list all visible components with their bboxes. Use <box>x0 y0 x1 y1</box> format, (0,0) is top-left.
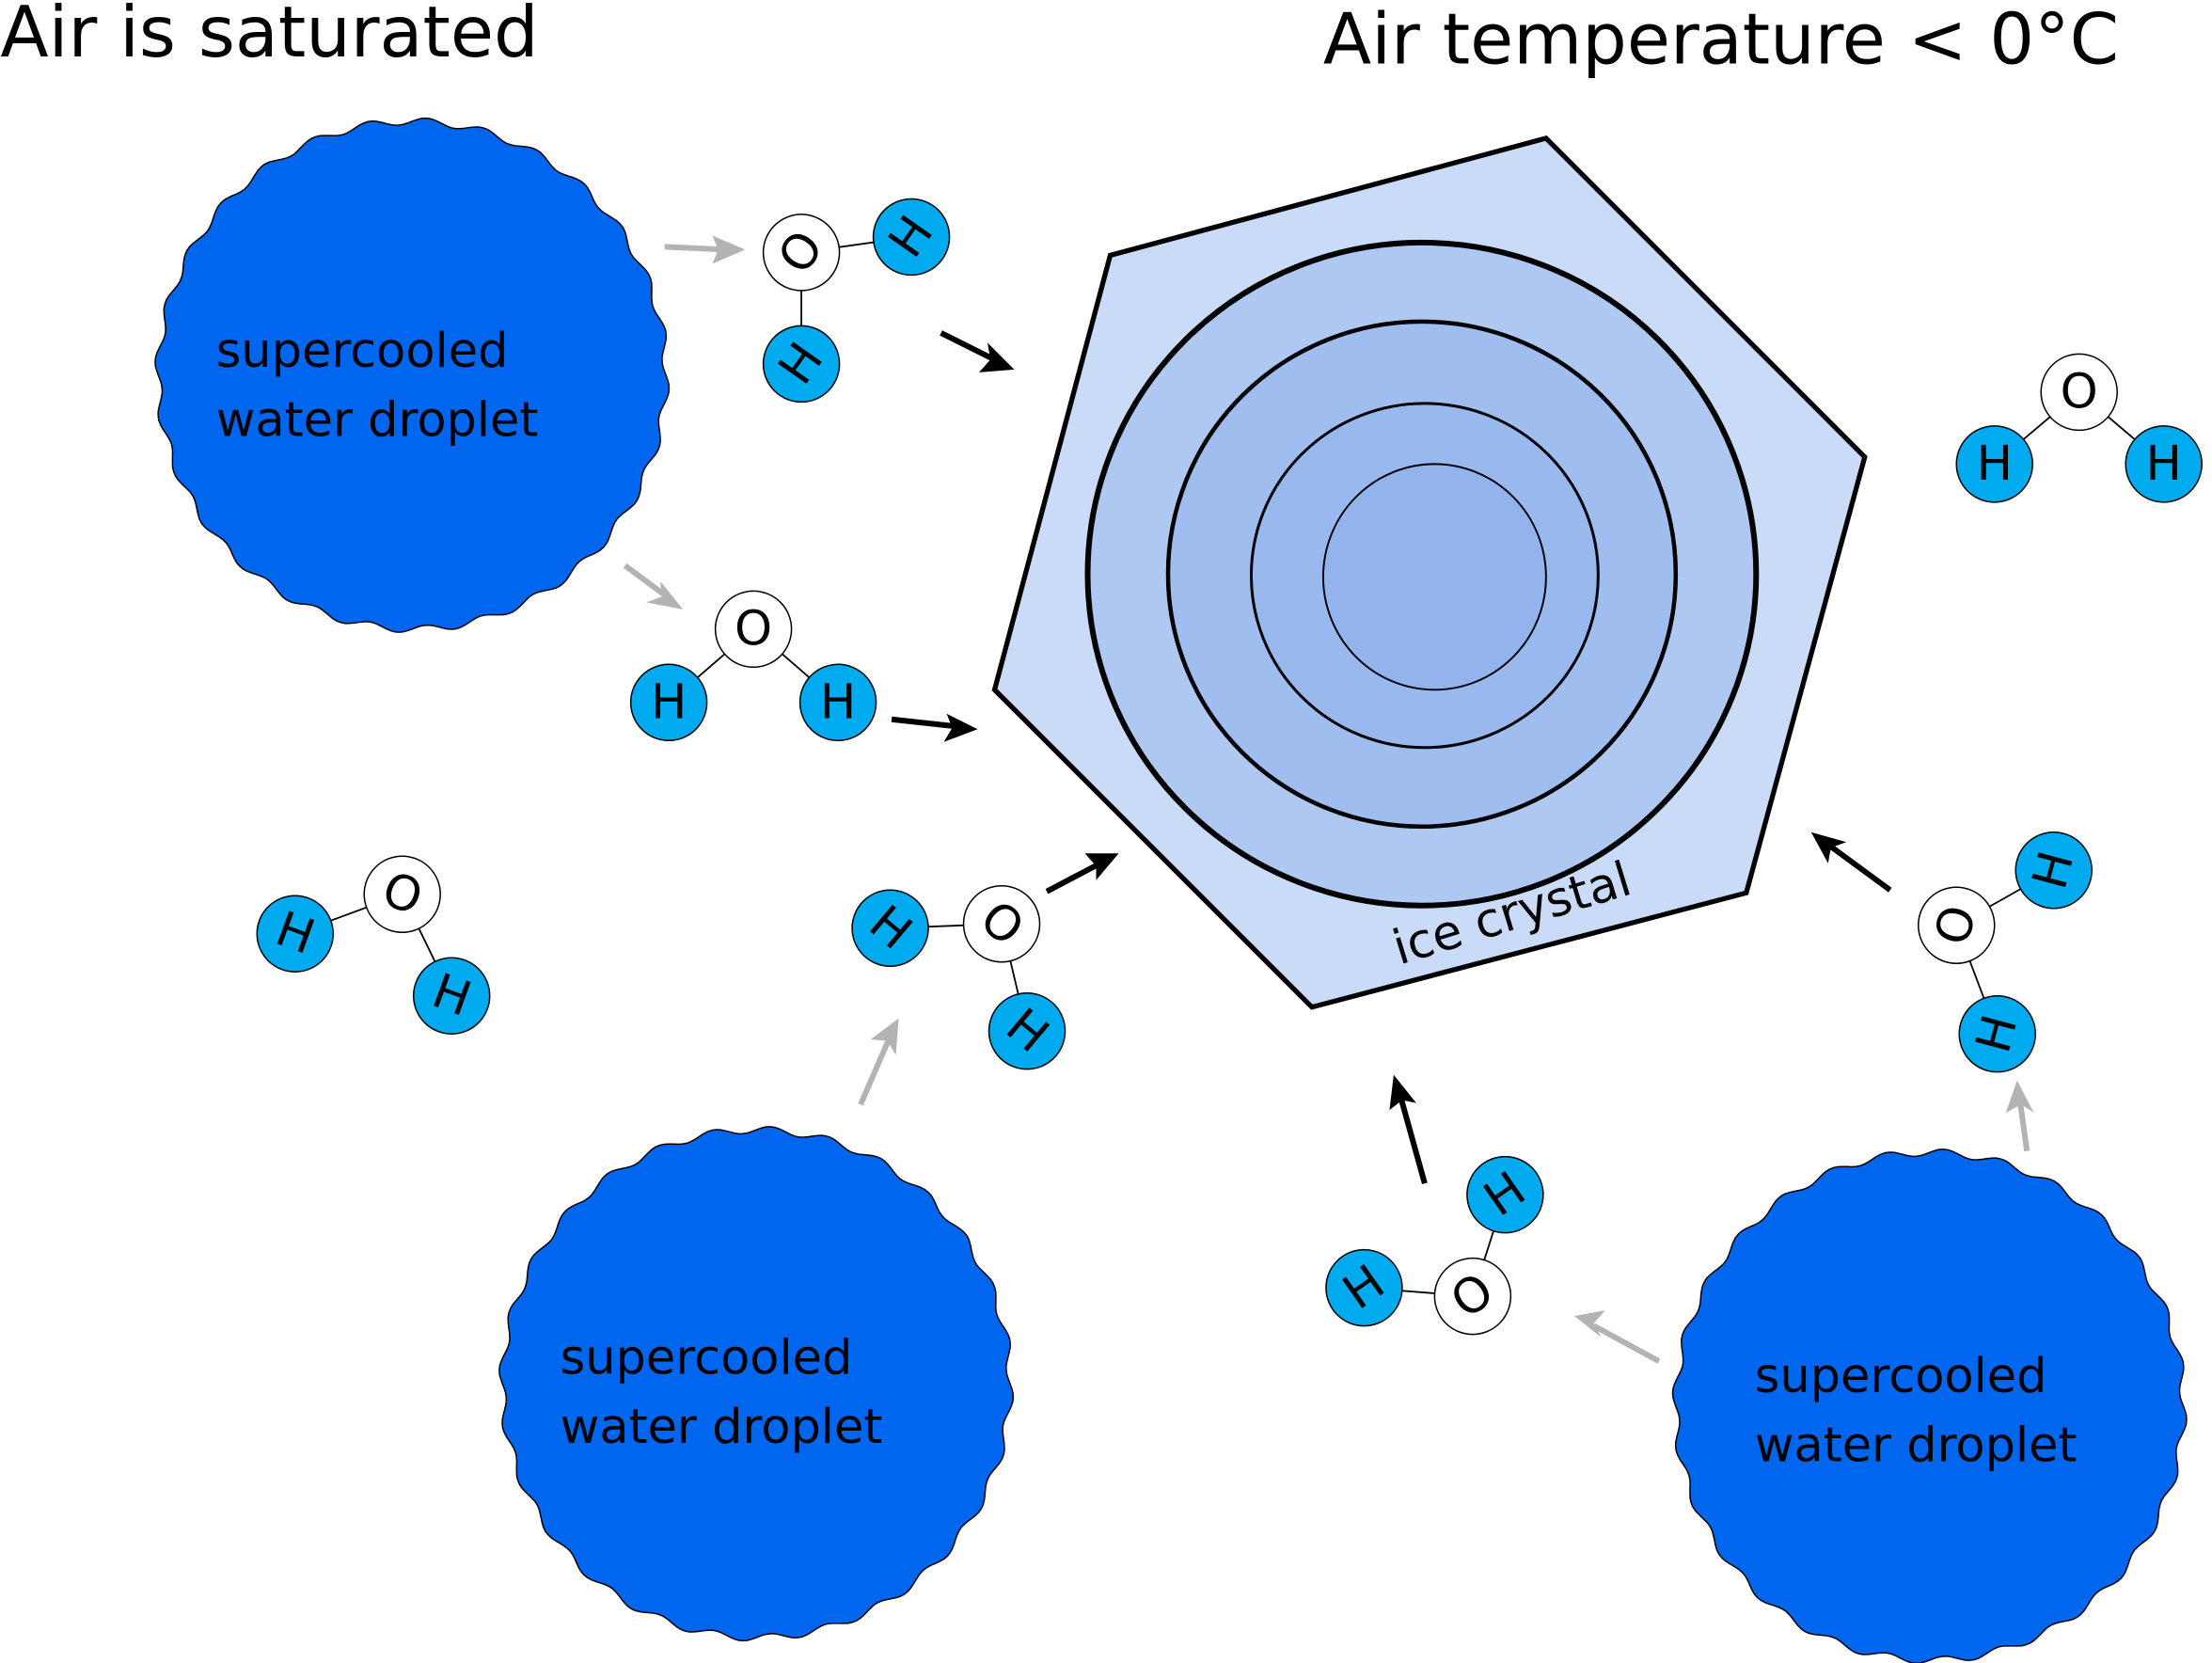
water-molecule: OH H <box>1955 353 2203 503</box>
droplet-label-line1: supercooled <box>561 1331 853 1386</box>
hydrogen-atom <box>1955 425 2033 503</box>
oxygen-atom <box>363 855 441 933</box>
hydrogen-atom <box>629 663 708 742</box>
deposition-arrows <box>891 330 1892 1184</box>
hydrogen-atom-label: H <box>820 674 856 730</box>
evaporation-arrowhead <box>2005 1080 2034 1114</box>
evaporation-arrowhead <box>712 235 746 264</box>
hydrogen-atom <box>851 889 929 967</box>
deposition-arrow <box>1825 841 1892 893</box>
hydrogen-atom <box>872 198 951 277</box>
hydrogen-atom-label: H <box>2146 436 2182 492</box>
ice-ring-core <box>1321 463 1547 691</box>
evaporation-arrows <box>623 235 2034 1364</box>
evaporation-arrow <box>664 244 727 253</box>
oxygen-atom <box>962 884 1041 963</box>
hydrogen-atom-label: H <box>651 674 687 730</box>
deposition-arrow <box>1398 1096 1428 1184</box>
water-molecule: OHH <box>851 884 1066 1070</box>
hydrogen-atom <box>988 991 1066 1070</box>
evaporation-arrow <box>1592 1322 1661 1364</box>
hydrogen-atom <box>2125 425 2203 503</box>
oxygen-atom <box>714 590 793 669</box>
hydrogen-atom <box>762 325 841 404</box>
hydrogen-atom <box>1466 1155 1544 1234</box>
droplet-label-line2: water droplet <box>1755 1418 2078 1474</box>
droplet-shape <box>1671 1148 2188 1663</box>
evaporation-arrowhead <box>870 1018 899 1055</box>
oxygen-atom <box>762 214 841 292</box>
droplet-bottom-right: supercooled water droplet <box>1671 1148 2188 1663</box>
deposition-arrow <box>1045 861 1102 895</box>
droplet-shape <box>154 117 671 633</box>
droplet-bottom-center: supercooled water droplet <box>498 1126 1015 1642</box>
deposition-arrowhead <box>1810 832 1847 863</box>
droplet-shape <box>498 1126 1015 1642</box>
evaporation-arrowhead <box>1573 1310 1605 1338</box>
hydrogen-atom <box>1958 994 2036 1073</box>
droplet-top-left: supercooled water droplet <box>154 117 671 633</box>
deposition-arrow <box>891 716 957 730</box>
hydrogen-atom <box>798 663 877 742</box>
water-molecule: OHH <box>1325 1155 1544 1336</box>
oxygen-atom <box>2040 353 2118 432</box>
evaporation-arrow <box>2016 1100 2030 1152</box>
hydrogen-atom <box>2014 832 2093 910</box>
hydrogen-atom <box>256 895 334 973</box>
title-air-temperature: Air temperature < 0°C <box>1323 0 2119 80</box>
ice-crystal: ice crystal <box>991 135 1868 1010</box>
droplet-label-line2: water droplet <box>216 392 539 448</box>
deposition-arrowhead <box>1084 853 1119 880</box>
deposition-arrowhead <box>943 713 978 742</box>
water-molecule: OHH <box>256 855 491 1035</box>
deposition-arrowhead <box>1389 1074 1416 1111</box>
hydrogen-atom <box>1325 1248 1403 1327</box>
water-molecule: OH H <box>629 590 877 742</box>
title-air-saturated: Air is saturated <box>0 0 538 73</box>
oxygen-atom <box>1433 1257 1512 1336</box>
oxygen-atom <box>1918 886 1996 964</box>
droplet-label-line2: water droplet <box>561 1400 883 1455</box>
droplet-label-line1: supercooled <box>216 324 509 379</box>
deposition-arrowhead <box>979 342 1015 372</box>
hydrogen-atom-label: H <box>1977 436 2013 492</box>
water-molecule: OHH <box>1918 832 2093 1073</box>
oxygen-atom-label: O <box>735 601 772 657</box>
oxygen-atom-label: O <box>2061 364 2098 420</box>
evaporation-arrow <box>858 1037 892 1106</box>
droplet-label-line1: supercooled <box>1755 1349 2047 1404</box>
evaporation-arrowhead <box>646 580 684 610</box>
deposition-arrow <box>940 330 996 363</box>
hydrogen-atom <box>412 957 491 1035</box>
